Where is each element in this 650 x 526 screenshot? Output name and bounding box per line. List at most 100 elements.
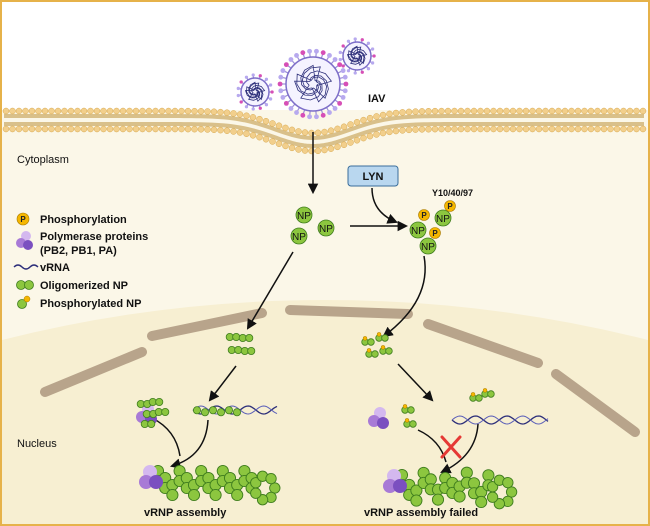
svg-text:Phosphorylation: Phosphorylation — [40, 214, 127, 226]
lipid-head — [340, 123, 348, 131]
lipid-head — [483, 125, 491, 133]
vrnp-assembly-label: vRNP assembly — [144, 507, 227, 519]
svg-text:P: P — [20, 215, 26, 224]
lipid-head — [496, 125, 504, 133]
virion-spike-tip — [327, 110, 332, 115]
virion-envelope — [342, 41, 372, 71]
lipid-head — [61, 125, 68, 133]
pnp-to-rna-arrow — [397, 363, 434, 402]
pb1-subunit — [139, 475, 153, 489]
lipid-head — [119, 125, 127, 133]
virion-spike-tip — [278, 88, 284, 94]
lipid-head — [22, 125, 29, 133]
virion-spike-tip — [314, 48, 319, 54]
lipid-head — [639, 125, 647, 133]
np-subunit — [409, 420, 417, 428]
virion-spike-tip — [343, 81, 349, 87]
phosphorylated-np-group — [361, 332, 393, 358]
lipid-head — [139, 107, 146, 115]
lipid-head — [399, 109, 406, 116]
lipid-head — [126, 125, 133, 133]
virion-spike-tip — [360, 38, 364, 42]
lipid-head — [412, 108, 419, 115]
virion-spike-tip — [307, 114, 312, 120]
lipid-head — [542, 107, 549, 115]
lipid-head — [444, 125, 452, 133]
lipid-head — [217, 108, 224, 116]
np-subunit — [482, 469, 495, 482]
lipid-head — [9, 107, 16, 115]
virion-spike-tip — [300, 50, 306, 56]
np-subunit — [486, 481, 499, 493]
block-x-icon — [440, 435, 462, 459]
virion-spike-tip — [294, 110, 299, 115]
lipid-head — [171, 125, 179, 133]
lipid-head — [386, 128, 393, 136]
lipid-tails — [4, 114, 644, 140]
nuclear-envelope — [40, 305, 640, 437]
virion-spike-tip — [288, 106, 294, 111]
lipid-head — [262, 135, 270, 143]
lipid-head — [295, 128, 302, 135]
lipid-head — [509, 125, 517, 133]
svg-text:Oligomerized NP: Oligomerized NP — [40, 280, 128, 292]
lipid-head — [412, 126, 419, 133]
iav-label: IAV — [368, 93, 386, 105]
svg-text:NP: NP — [297, 211, 311, 222]
lipid-head — [607, 125, 614, 133]
virion-spike-tip — [342, 88, 348, 94]
np-subunit — [407, 406, 415, 414]
lipid-head — [587, 125, 595, 133]
lipid-head — [366, 132, 374, 140]
np-bound — [200, 408, 209, 417]
lipid-head — [444, 107, 452, 115]
lipid-head — [262, 117, 270, 125]
lipid-head — [542, 125, 549, 133]
lipid-head — [223, 109, 231, 116]
lipid-head — [106, 107, 114, 115]
virion-spike-tip — [341, 44, 345, 48]
virion-spike-tip — [360, 70, 364, 74]
virion-spike-tip — [283, 62, 289, 68]
virion-spike-tip — [244, 75, 249, 79]
lipid-head — [633, 125, 640, 133]
svg-text:P: P — [421, 211, 427, 220]
lipid-head — [236, 111, 244, 118]
pb1-subunit — [383, 479, 397, 493]
lipid-head — [87, 107, 94, 115]
lipid-head — [178, 125, 185, 133]
lipid-head — [145, 125, 153, 133]
lipid-head — [243, 112, 250, 120]
virion-spike-tip — [320, 112, 326, 118]
np-subunit — [247, 346, 256, 355]
virion-spike-tip — [277, 81, 283, 87]
pnp-to-nucleus-arrow — [382, 255, 426, 338]
lipid-head — [386, 110, 393, 118]
lipid-head — [243, 130, 250, 138]
lipid-head — [620, 107, 627, 115]
lipid-head — [158, 107, 166, 115]
lipid-head — [80, 107, 88, 115]
svg-text:NP: NP — [436, 214, 450, 225]
virion-spike-tip — [280, 94, 286, 100]
virion-envelope — [285, 56, 341, 112]
rna-strand — [451, 415, 549, 425]
virion-spike-tip — [346, 39, 351, 43]
virion-genome — [244, 81, 266, 102]
virion-spike-tip — [236, 86, 240, 91]
lipid-head — [28, 125, 36, 133]
lipid-head — [321, 146, 328, 154]
lipid-head — [2, 125, 10, 133]
np-subunit — [231, 488, 244, 502]
lipid-head — [54, 125, 62, 133]
legend-phosphorylated-np: Phosphorylated NP — [17, 295, 141, 310]
lyn-label: LYN — [363, 171, 384, 183]
virion-spike-tip — [337, 100, 343, 106]
virion-spike-tip — [264, 77, 269, 81]
virion-genome — [294, 64, 333, 103]
lipid-head — [165, 107, 172, 115]
lipid-head — [561, 107, 569, 115]
lipid-head — [392, 109, 400, 117]
phosphate — [362, 336, 368, 341]
virion-spike-tip — [280, 68, 286, 74]
